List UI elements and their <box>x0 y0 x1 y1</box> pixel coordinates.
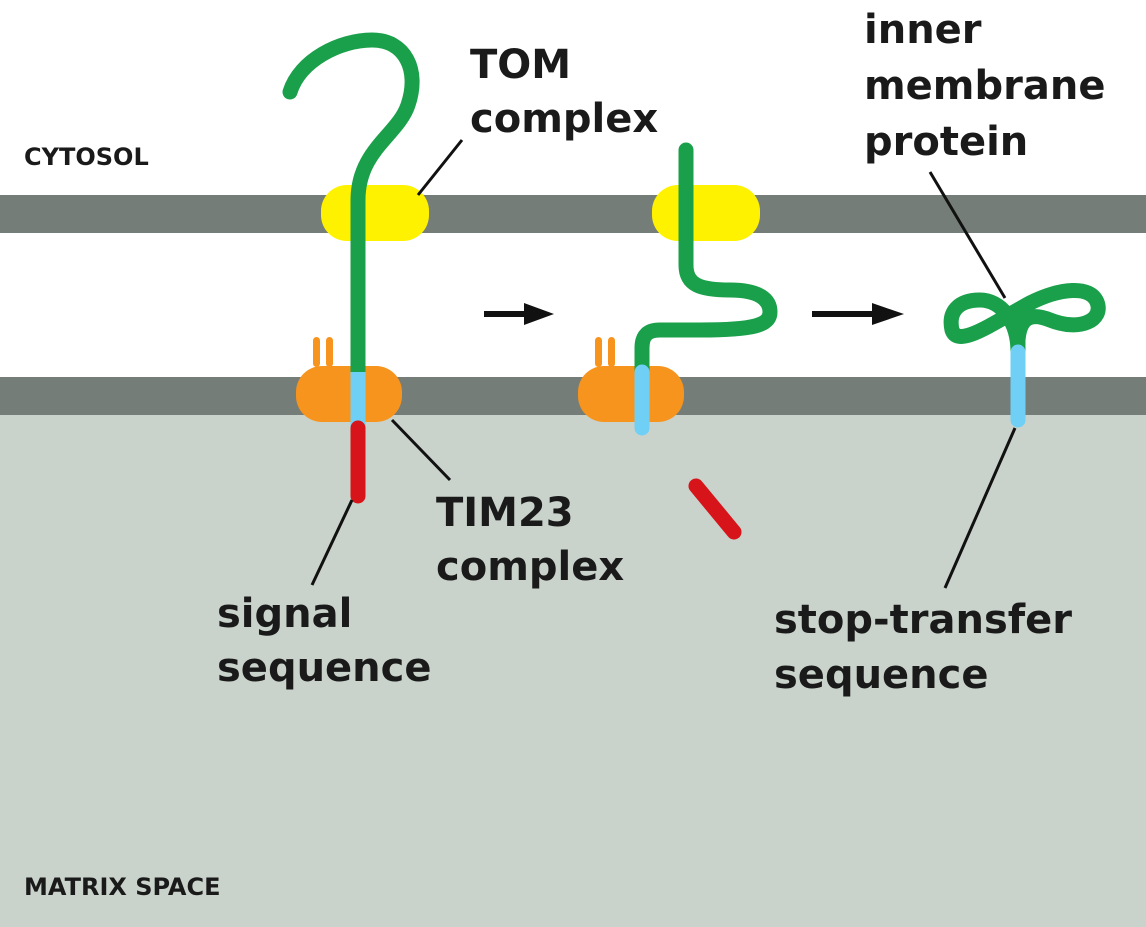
outer-membrane <box>0 195 1146 233</box>
svg-text:complex: complex <box>470 96 658 142</box>
tom-complex-1 <box>321 185 429 241</box>
tom-complex-2 <box>652 185 760 241</box>
tim23-complex-1 <box>296 337 402 422</box>
cleaved-signal-sequence <box>688 478 742 540</box>
matrix-space-region <box>0 395 1146 927</box>
svg-text:protein: protein <box>864 119 1028 165</box>
right-arrow-icon <box>484 303 554 325</box>
svg-text:signal: signal <box>217 591 352 637</box>
signal-sequence-label: signal sequence <box>217 591 432 691</box>
svg-text:inner: inner <box>864 7 982 53</box>
inner-membrane-protein-chain <box>943 283 1106 360</box>
tim23-complex-2 <box>578 337 684 422</box>
cytosol-label: CYTOSOL <box>24 143 149 171</box>
tom-leader-line <box>416 139 464 196</box>
svg-text:sequence: sequence <box>774 652 989 698</box>
right-arrow-icon <box>812 303 904 325</box>
svg-text:stop-transfer: stop-transfer <box>774 597 1072 643</box>
inner-membrane-protein-label: inner membrane protein <box>864 7 1105 165</box>
tim-leader-line <box>390 418 452 482</box>
precursor-chain-green-2 <box>634 142 778 380</box>
inner-membrane <box>0 377 1146 415</box>
tom-complex-label: TOM complex <box>470 42 658 142</box>
inner-protein-leader-line <box>928 171 1007 299</box>
svg-text:TOM: TOM <box>470 42 571 88</box>
stop-transfer-leader-line <box>943 427 1017 589</box>
stop-transfer-sequence-label: stop-transfer sequence <box>774 597 1072 698</box>
svg-text:complex: complex <box>436 544 624 590</box>
precursor-chain-green-1 <box>282 32 420 380</box>
signal-leader-line <box>310 499 354 586</box>
svg-text:membrane: membrane <box>864 63 1105 109</box>
svg-text:sequence: sequence <box>217 645 432 691</box>
matrix-space-label: MATRIX SPACE <box>24 873 221 901</box>
tim23-complex-label: TIM23 complex <box>436 490 624 590</box>
svg-text:TIM23: TIM23 <box>436 490 574 536</box>
